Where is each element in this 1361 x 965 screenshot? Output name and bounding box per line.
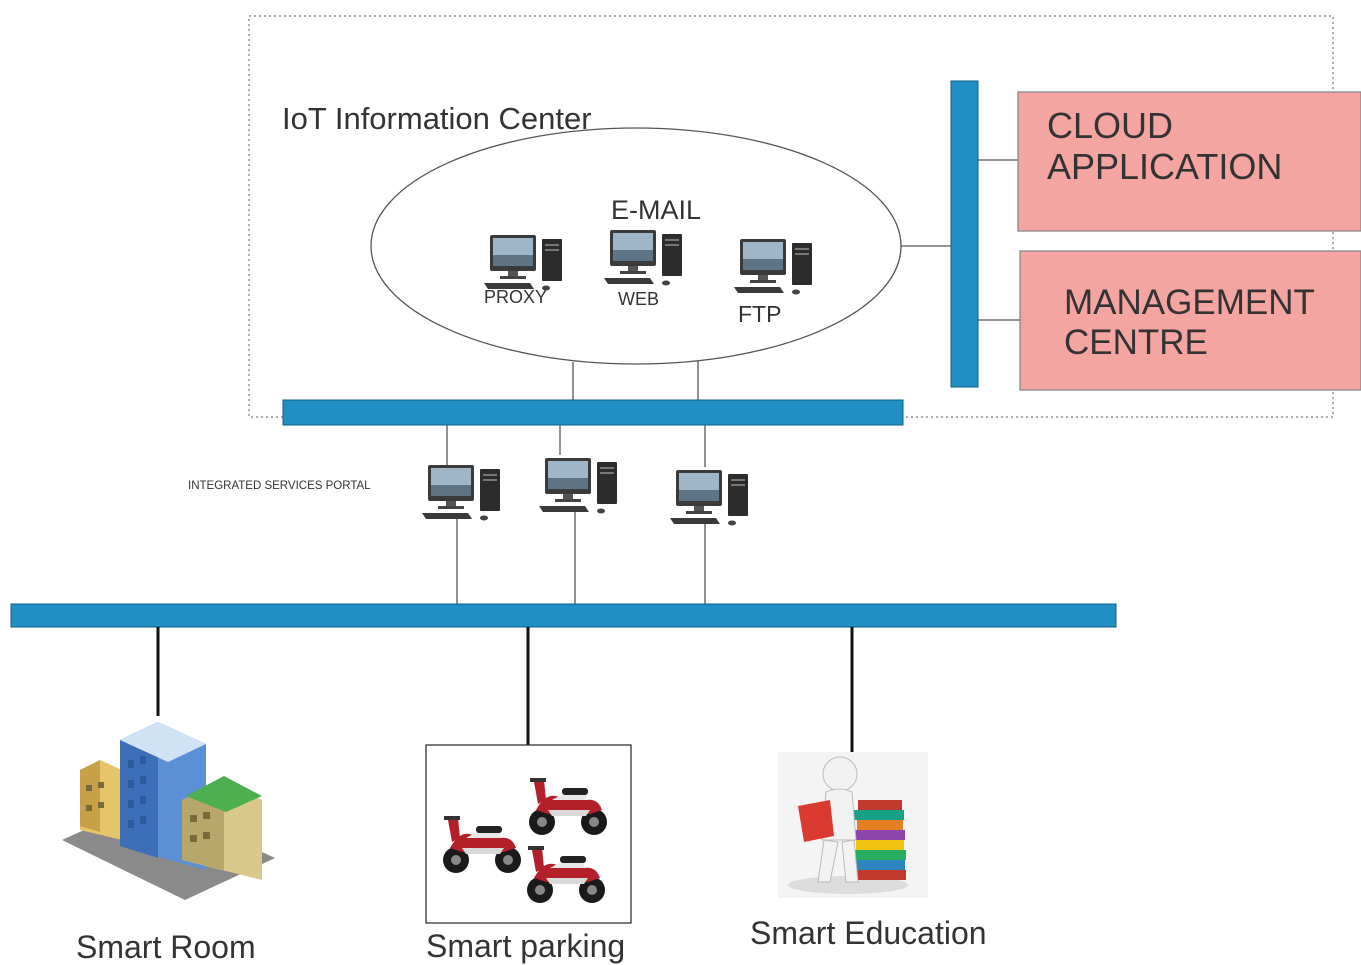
management-centre-box — [1019, 250, 1361, 391]
portal-computer-3 — [670, 470, 748, 526]
cloud-application-box — [1017, 91, 1361, 232]
portal-computer-1 — [422, 465, 500, 521]
smart-room-buildings-icon — [62, 722, 275, 900]
smart-education-label: Smart Education — [750, 915, 987, 951]
integrated-services-portal-label: INTEGRATED SERVICES PORTAL — [188, 480, 371, 492]
ftp-label: FTP — [738, 301, 781, 327]
vertical-bus — [950, 80, 979, 388]
smart-education-reader-icon — [778, 752, 928, 898]
smart-room-label: Smart Room — [76, 929, 256, 965]
lower-bus — [10, 603, 1117, 628]
cloud-label-line2: APPLICATION — [1047, 146, 1282, 187]
cloud-label-line1: CLOUD — [1047, 105, 1173, 146]
email-label: E-MAIL — [611, 195, 701, 225]
info-center-label: IoT Information Center — [282, 101, 592, 136]
portal-computer-2 — [539, 458, 617, 514]
upper-bus — [282, 399, 904, 426]
smart-parking-label: Smart parking — [426, 928, 625, 964]
management-label-line2: CENTRE — [1064, 323, 1208, 362]
management-label-line1: MANAGEMENT — [1064, 283, 1315, 322]
proxy-label: PROXY — [484, 287, 547, 307]
web-label: WEB — [618, 289, 659, 309]
